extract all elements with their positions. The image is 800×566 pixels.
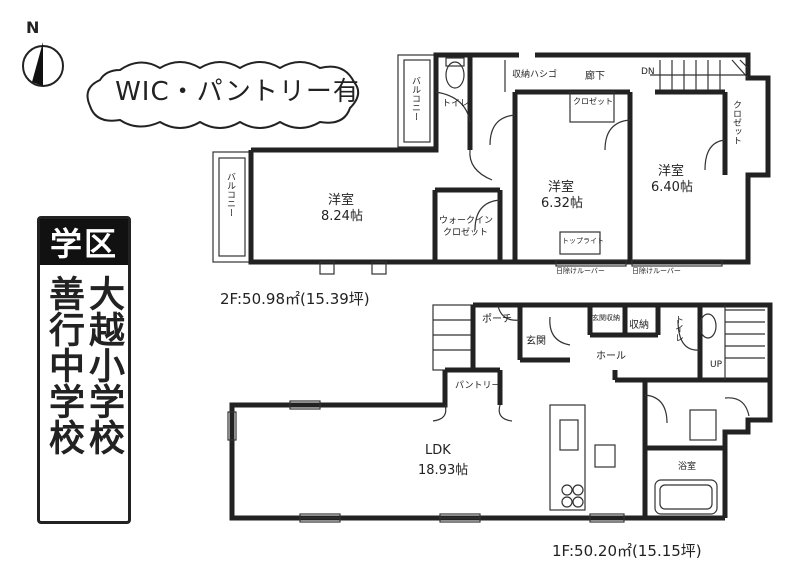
walk-in-closet-line1: ウォークイン	[439, 216, 494, 226]
toilet-1f-label: トイレ	[673, 315, 683, 342]
bath-label: 浴室	[678, 462, 697, 472]
pantry-label: パントリー	[455, 381, 501, 391]
toilet-2f-label: トイレ	[442, 99, 470, 109]
storage-1f-label: 収納	[629, 320, 649, 331]
floor1-plan	[227, 302, 773, 523]
entrance-label: 玄関	[526, 336, 546, 347]
walk-in-closet-line2: クロゼット	[443, 228, 489, 238]
up-label: UP	[710, 360, 723, 370]
room-western-c-size: 6.40帖	[651, 180, 693, 195]
compass: N	[18, 18, 74, 90]
down-label: DN	[641, 67, 655, 77]
balcony-top-label: バルコニー	[410, 76, 420, 121]
floor2-area-label: 2F:50.98㎡(15.39坪)	[220, 290, 370, 308]
feature-badge: WIC・パントリー有	[115, 76, 360, 107]
hallway-label: 廊下	[585, 71, 605, 82]
school-district-header: 学区	[40, 219, 128, 265]
storage-hatch-label: 収納ハシゴ	[512, 70, 558, 80]
balcony-left-label: バルコニー	[225, 172, 235, 217]
shoe-storage-label: 玄関収納	[592, 314, 620, 322]
porch-label: ポーチ	[482, 314, 512, 325]
junior-high-school: 善行中学校	[43, 275, 85, 455]
floor1-area-label: 1F:50.20㎡(15.15坪)	[552, 542, 702, 560]
closet-small-label: クロゼット	[573, 97, 613, 106]
room-western-b-name: 洋室	[548, 180, 575, 195]
louver-right-label: 日除けルーバー	[632, 267, 681, 275]
floor2-plan	[212, 52, 771, 275]
ldk-size: 18.93帖	[418, 463, 469, 478]
room-western-a-size: 8.24帖	[321, 209, 363, 224]
room-western-a-name: 洋室	[328, 193, 355, 208]
compass-icon	[22, 42, 64, 87]
toplight-label: トップライト	[562, 237, 604, 245]
room-western-b-size: 6.32帖	[541, 196, 583, 211]
elementary-school: 大越小学校	[83, 275, 125, 455]
north-label: N	[26, 18, 40, 37]
ldk-name: LDK	[425, 443, 451, 458]
hall-label: ホール	[596, 351, 626, 362]
closet-right-label: クロゼット	[731, 100, 741, 145]
louver-left-label: 日除けルーバー	[556, 267, 605, 275]
school-district-box: 学区 大越小学校 善行中学校	[37, 216, 131, 524]
room-western-c-name: 洋室	[658, 164, 685, 179]
